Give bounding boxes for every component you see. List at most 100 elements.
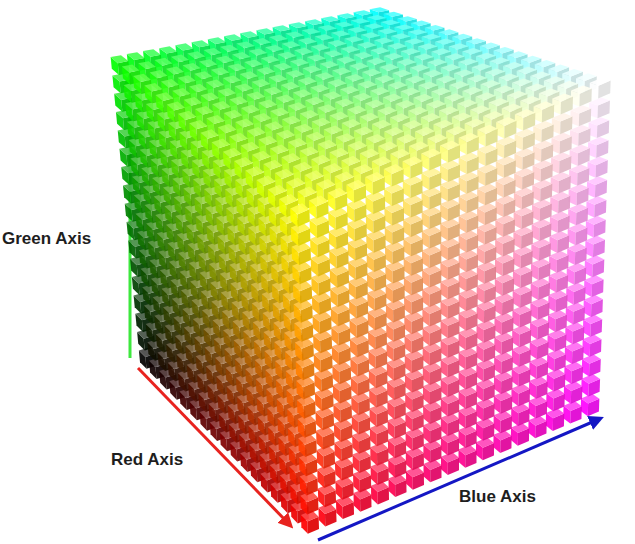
unit-cube — [477, 301, 496, 323]
cube-top-face — [302, 28, 321, 34]
cube-top-face — [567, 243, 587, 252]
unit-cube — [459, 367, 478, 390]
cube-top-face — [253, 38, 272, 45]
unit-cube — [441, 316, 460, 339]
cube-top-face — [204, 48, 222, 55]
cube-top-face — [462, 87, 482, 95]
cube-top-face — [315, 72, 334, 80]
cube-top-face — [303, 65, 322, 72]
cube-top-face — [351, 18, 370, 23]
unit-cube — [387, 377, 406, 400]
cube-top-face — [571, 105, 592, 113]
cube-top-face — [261, 56, 280, 63]
cube-top-face — [337, 56, 356, 63]
cube-top-face — [411, 21, 431, 26]
unit-cube — [459, 425, 477, 448]
cube-top-face — [418, 43, 438, 49]
cube-top-face — [444, 93, 464, 101]
unit-cube — [353, 450, 371, 473]
unit-cube — [531, 278, 550, 300]
cube-top-face — [340, 86, 359, 94]
cube-top-face — [414, 53, 434, 60]
cube-top-face — [532, 200, 552, 209]
unit-cube — [548, 290, 567, 312]
unit-cube — [352, 431, 370, 454]
cube-top-face — [235, 83, 254, 91]
unit-cube — [476, 320, 495, 342]
unit-cube — [388, 474, 406, 497]
cube-top-face — [435, 39, 455, 45]
unit-cube — [588, 137, 609, 158]
cube-top-face — [535, 60, 555, 67]
cube-top-face — [569, 184, 589, 193]
unit-cube — [494, 411, 512, 434]
cube-top-face — [489, 57, 509, 64]
unit-cube — [423, 420, 441, 443]
unit-cube — [567, 243, 587, 265]
cube-top-face — [549, 271, 568, 280]
cube-top-face — [397, 59, 417, 66]
unit-cube — [550, 212, 570, 234]
cube-top-face — [375, 75, 394, 83]
unit-cube — [423, 323, 442, 346]
cube-top-face — [472, 63, 492, 70]
cube-top-face — [587, 176, 607, 185]
cube-top-face — [341, 46, 360, 53]
cube-top-face — [315, 34, 334, 40]
cube-top-face — [370, 87, 389, 95]
unit-cube — [494, 371, 513, 394]
cube-top-face — [532, 180, 552, 189]
cube-top-face — [544, 76, 565, 84]
cube-top-face — [294, 48, 313, 55]
unit-cube — [511, 384, 530, 407]
unit-cube — [532, 200, 552, 222]
unit-cube — [441, 433, 459, 456]
cube-top-face — [289, 22, 308, 28]
unit-cube — [477, 262, 496, 284]
cube-top-face — [281, 82, 300, 90]
cube-top-face — [466, 38, 486, 44]
unit-cube — [586, 216, 606, 237]
unit-cube — [550, 192, 570, 214]
unit-cube — [551, 152, 571, 173]
unit-cube — [318, 503, 336, 526]
unit-cube — [568, 184, 588, 205]
cube-top-face — [550, 231, 570, 240]
cube-top-face — [236, 41, 254, 48]
unit-cube — [440, 277, 459, 299]
unit-cube — [459, 308, 478, 330]
cube-top-face — [551, 172, 571, 181]
unit-cube — [493, 430, 511, 453]
unit-cube — [423, 440, 441, 463]
cube-top-face — [585, 236, 605, 245]
cube-top-face — [249, 49, 268, 56]
cube-top-face — [293, 89, 312, 97]
cube-top-face — [138, 61, 156, 69]
unit-cube — [531, 258, 551, 280]
unit-cube — [495, 215, 515, 237]
cube-top-face — [562, 69, 583, 77]
cube-top-face — [590, 78, 611, 86]
unit-cube — [567, 224, 587, 246]
unit-cube — [476, 437, 494, 460]
unit-cube — [301, 510, 319, 534]
unit-cube — [423, 362, 442, 385]
unit-cube — [513, 246, 533, 268]
unit-cube — [406, 467, 424, 490]
cube-top-face — [568, 224, 588, 233]
unit-cube — [513, 266, 532, 288]
unit-cube — [370, 423, 388, 446]
cube-top-face — [345, 74, 364, 82]
cube-top-face — [584, 295, 603, 304]
cube-top-face — [380, 64, 399, 71]
cube-top-face — [439, 29, 459, 35]
cube-top-face — [401, 87, 421, 95]
cube-top-face — [240, 31, 258, 37]
cube-top-face — [232, 52, 250, 59]
unit-cube — [477, 281, 496, 303]
cube-top-face — [320, 61, 339, 68]
cube-top-face — [256, 28, 275, 34]
cube-top-face — [199, 59, 217, 67]
unit-cube — [405, 370, 424, 393]
cube-top-face — [388, 81, 408, 89]
